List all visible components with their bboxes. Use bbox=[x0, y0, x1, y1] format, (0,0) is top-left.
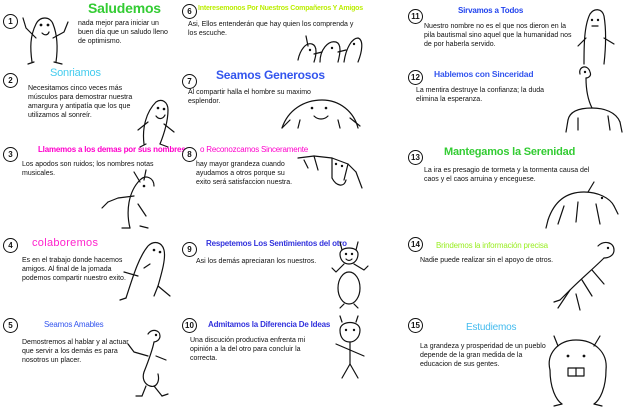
card-title: Brindemos la información precisa bbox=[436, 241, 548, 250]
kind-creature-icon bbox=[126, 326, 176, 398]
card-title: Mantegamos la Serenidad bbox=[444, 146, 576, 158]
number-badge: 8 bbox=[182, 147, 197, 162]
number-badge: 3 bbox=[3, 147, 18, 162]
card-title: Seamos Amables bbox=[44, 320, 104, 329]
card-title: Hablemos con Sinceridad bbox=[434, 69, 534, 79]
number-badge: 9 bbox=[182, 242, 197, 257]
number-badge: 1 bbox=[3, 14, 18, 29]
card-text: Asi, Ellos entenderán que hay quien los … bbox=[188, 21, 354, 37]
pointing-creature-icon bbox=[100, 168, 160, 230]
card-text: Los apodos son ruidos; los nombres notas… bbox=[22, 161, 154, 177]
long-neck-creature-icon bbox=[560, 64, 624, 136]
card-title: Admitamos la Diferencia De Ideas bbox=[208, 320, 331, 329]
thinking-creature-icon bbox=[330, 315, 370, 380]
card-text: La grandeza y prosperidad de un pueblo d… bbox=[420, 343, 546, 368]
card-text: Es en el trabajo donde hacemos amigos. A… bbox=[22, 257, 126, 282]
number-badge: 14 bbox=[408, 237, 423, 252]
number-badge: 10 bbox=[182, 318, 197, 333]
card-text: Demostremos al hablar y al actuar que se… bbox=[22, 339, 129, 364]
card-text: Al compartir halla el hombre su maximo e… bbox=[188, 89, 311, 105]
number-badge: 4 bbox=[3, 238, 18, 253]
calm-creature-icon bbox=[544, 180, 620, 232]
card-text: hay mayor grandeza cuando ayudamos a otr… bbox=[196, 161, 293, 186]
number-badge: 2 bbox=[3, 73, 18, 88]
waving-creature-icon bbox=[20, 8, 70, 66]
number-badge: 12 bbox=[408, 70, 423, 85]
card-title: Respetemos Los Sentimientos del otro bbox=[206, 239, 347, 248]
card-title: Saludemos bbox=[88, 0, 161, 16]
generous-creature-icon bbox=[278, 98, 362, 132]
standing-creature-icon bbox=[328, 240, 372, 310]
card-text: Asi los demás apreciaran los nuestros. bbox=[196, 258, 317, 265]
number-badge: 11 bbox=[408, 9, 423, 24]
card-title: Interesemonos Por Nuestros Compañeros Y … bbox=[198, 5, 363, 12]
hugging-creatures-icon bbox=[296, 150, 364, 198]
smiling-creature-icon bbox=[130, 92, 176, 148]
card-text: La ira es presagio de tormeta y la torme… bbox=[424, 167, 590, 183]
card-text: nada mejor para iniciar un buen día que … bbox=[78, 20, 168, 45]
number-badge: 13 bbox=[408, 150, 423, 165]
card-title: Sirvamos a Todos bbox=[458, 6, 524, 15]
card-text: Una discución productiva enfrenta mi opi… bbox=[190, 337, 306, 362]
crawling-creature-icon bbox=[552, 238, 622, 312]
card-title: colaboremos bbox=[32, 237, 99, 249]
number-badge: 5 bbox=[3, 318, 18, 333]
card-title: Sonriamos bbox=[50, 67, 101, 79]
tall-creature-icon bbox=[576, 6, 616, 66]
card-title: Estudiemos bbox=[466, 322, 517, 333]
number-badge: 6 bbox=[182, 4, 197, 19]
studying-creature-icon bbox=[542, 334, 612, 408]
card-text: Nadie puede realizar sin el apoyo de otr… bbox=[420, 257, 554, 264]
number-badge: 7 bbox=[182, 74, 197, 89]
card-title: o Reconozcamos Sinceramente bbox=[200, 145, 308, 154]
card-text: La mentira destruye la confianza; la dud… bbox=[416, 87, 545, 103]
card-title: Seamos Generosos bbox=[216, 68, 325, 82]
card-text: Nuestro nombre no es el que nos dieron e… bbox=[424, 23, 572, 48]
leaning-creature-icon bbox=[118, 236, 174, 302]
card-title: Llamemos a los demas por sus nombres bbox=[38, 145, 186, 154]
friends-creatures-icon bbox=[296, 28, 366, 64]
card-text: Necesitamos cinco veces más músculos par… bbox=[28, 85, 133, 119]
number-badge: 15 bbox=[408, 318, 423, 333]
